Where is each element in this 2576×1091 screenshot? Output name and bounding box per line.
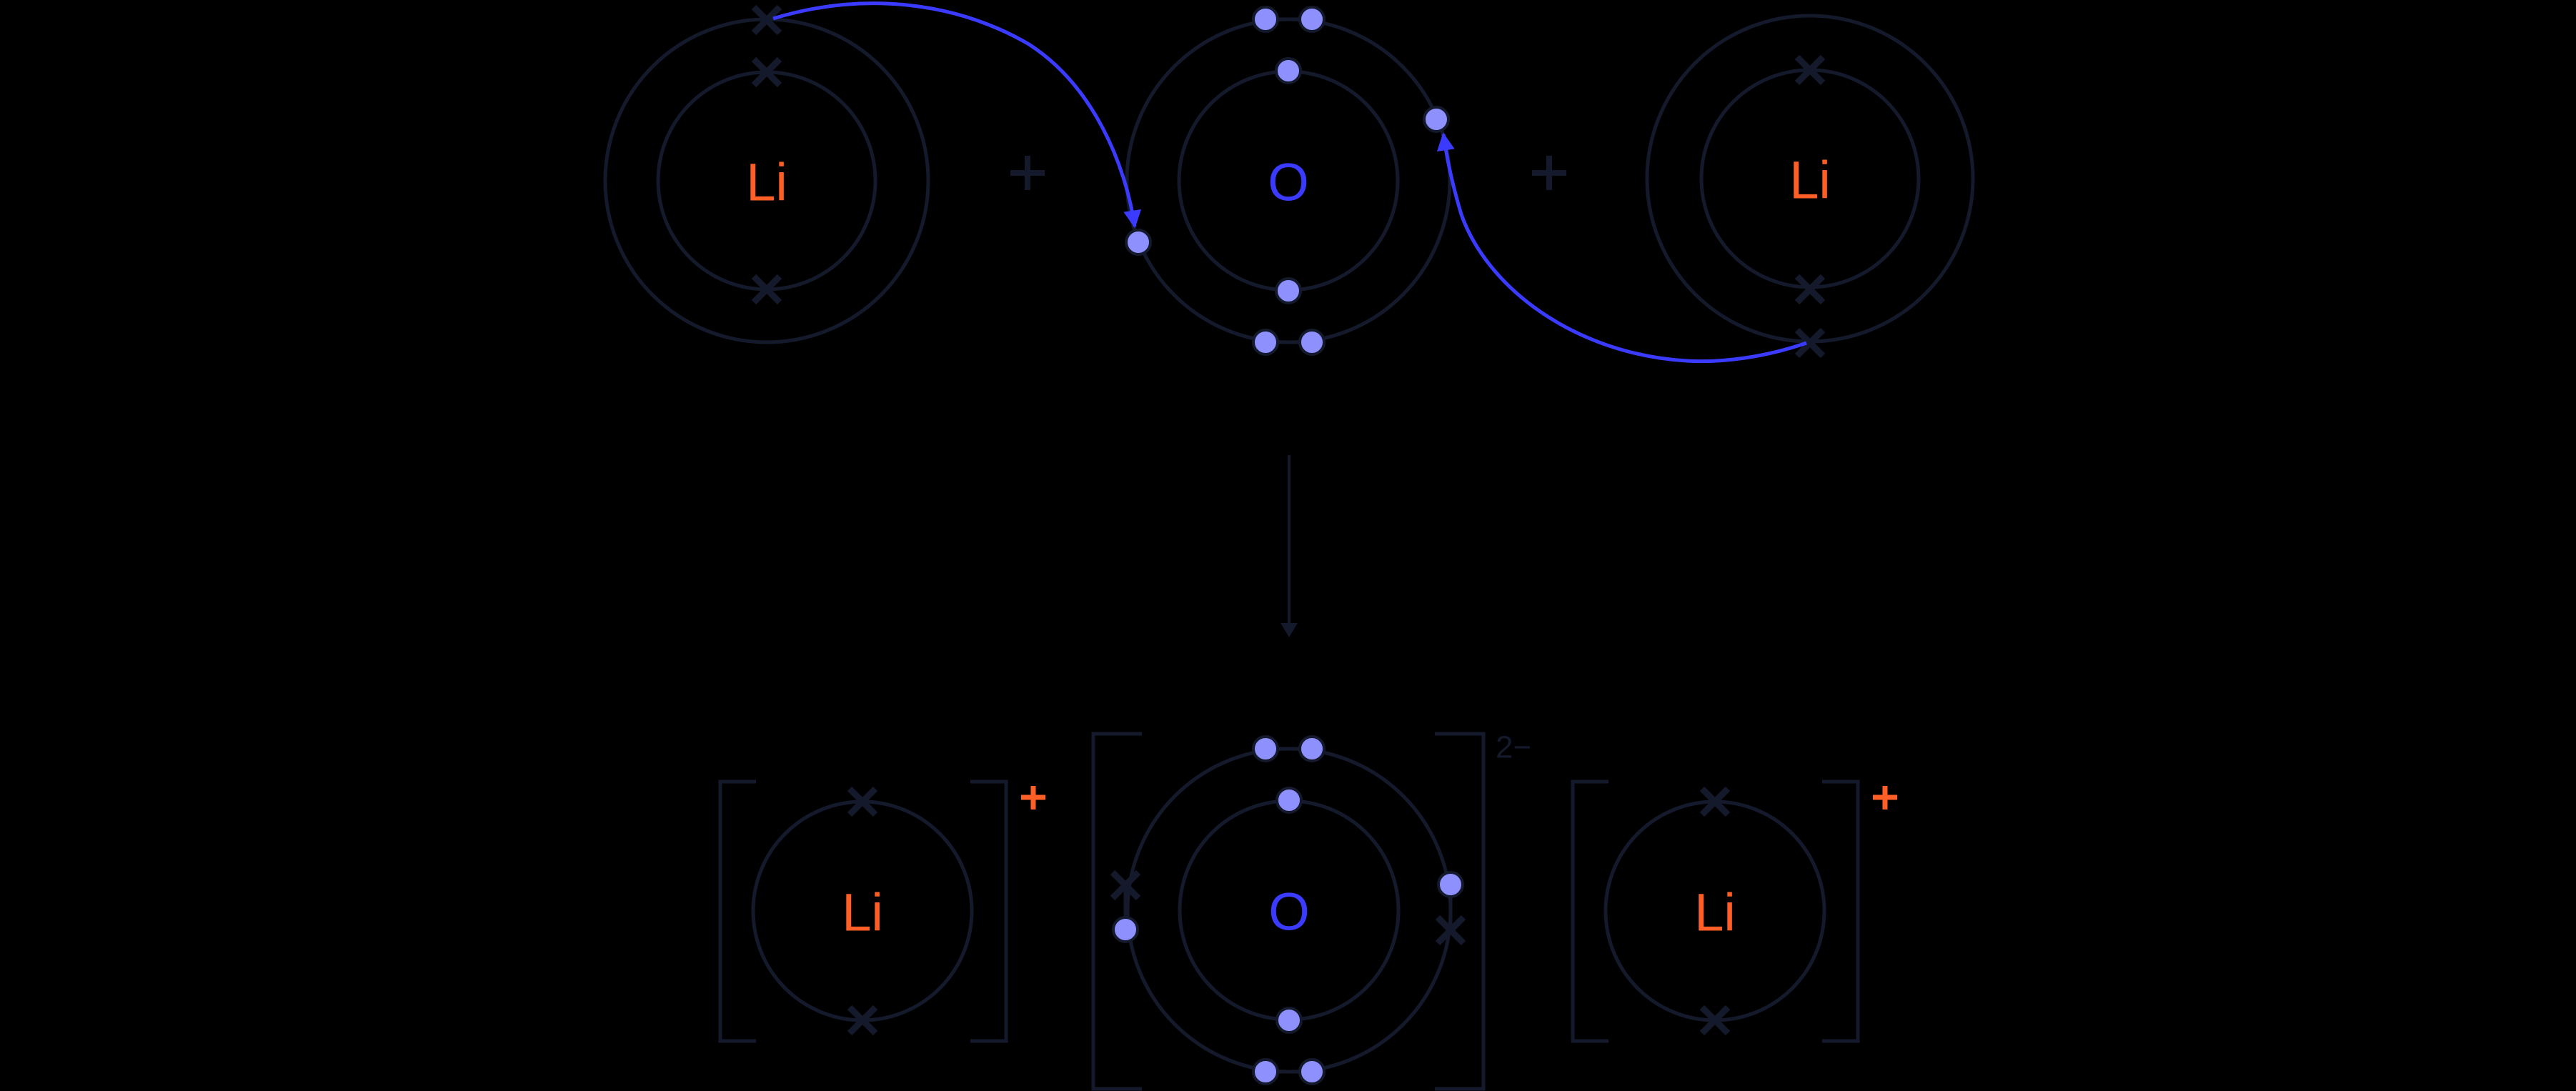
electron-dot-icon	[1298, 1058, 1326, 1085]
electron-transfer-arrow-right	[1436, 132, 1807, 364]
electron-cross-icon	[1797, 277, 1823, 302]
plus-operator-icon	[1532, 156, 1566, 190]
oxygen-symbol: O	[1268, 882, 1310, 942]
electron-dot-icon	[1275, 277, 1302, 304]
electron-dot-icon	[1298, 329, 1326, 356]
electron-dot-icon	[1298, 735, 1326, 762]
reaction-arrow-icon	[1280, 455, 1298, 637]
oxide-ion: O 2−	[1091, 730, 1531, 1091]
electron-dot-icon	[1252, 735, 1279, 762]
electron-dot-icon	[1298, 6, 1326, 33]
oxygen-atom: O	[1125, 6, 1452, 356]
right-bracket	[1822, 779, 1860, 1043]
left-bracket	[1091, 732, 1142, 1091]
lithium-symbol: Li	[746, 153, 787, 212]
electron-dot-icon	[1437, 871, 1464, 898]
electron-dot-icon	[1252, 1058, 1279, 1085]
lithium-ion-left: Li	[718, 779, 1045, 1043]
right-bracket	[1435, 732, 1486, 1091]
electron-dot-icon	[1275, 787, 1303, 814]
lithium-symbol: Li	[842, 883, 883, 942]
lithium-atom-left: Li	[603, 7, 930, 344]
electron-dot-icon	[1275, 1007, 1303, 1034]
electron-transfer-arrow-left	[772, 1, 1142, 229]
plus-operator-icon	[1010, 156, 1045, 190]
electron-dot-icon	[1275, 57, 1302, 84]
lithium-symbol: Li	[1789, 151, 1831, 210]
positive-charge-icon	[1873, 786, 1897, 809]
lithium-atom-right: Li	[1645, 14, 1975, 356]
electron-dot-icon	[1112, 916, 1139, 943]
electron-dot-icon	[1252, 329, 1279, 356]
electron-dot-icon	[1125, 229, 1152, 256]
right-bracket	[970, 779, 1008, 1043]
positive-charge-icon	[1021, 786, 1045, 809]
lithium-symbol: Li	[1694, 883, 1736, 942]
electron-dot-icon	[1252, 6, 1279, 33]
left-bracket	[1571, 779, 1608, 1043]
oxygen-symbol: O	[1268, 153, 1309, 212]
lithium-ion-right: Li	[1571, 779, 1897, 1043]
ion-charge-label: 2−	[1496, 730, 1531, 765]
left-bracket	[718, 779, 756, 1043]
electron-dot-icon	[1423, 106, 1450, 133]
